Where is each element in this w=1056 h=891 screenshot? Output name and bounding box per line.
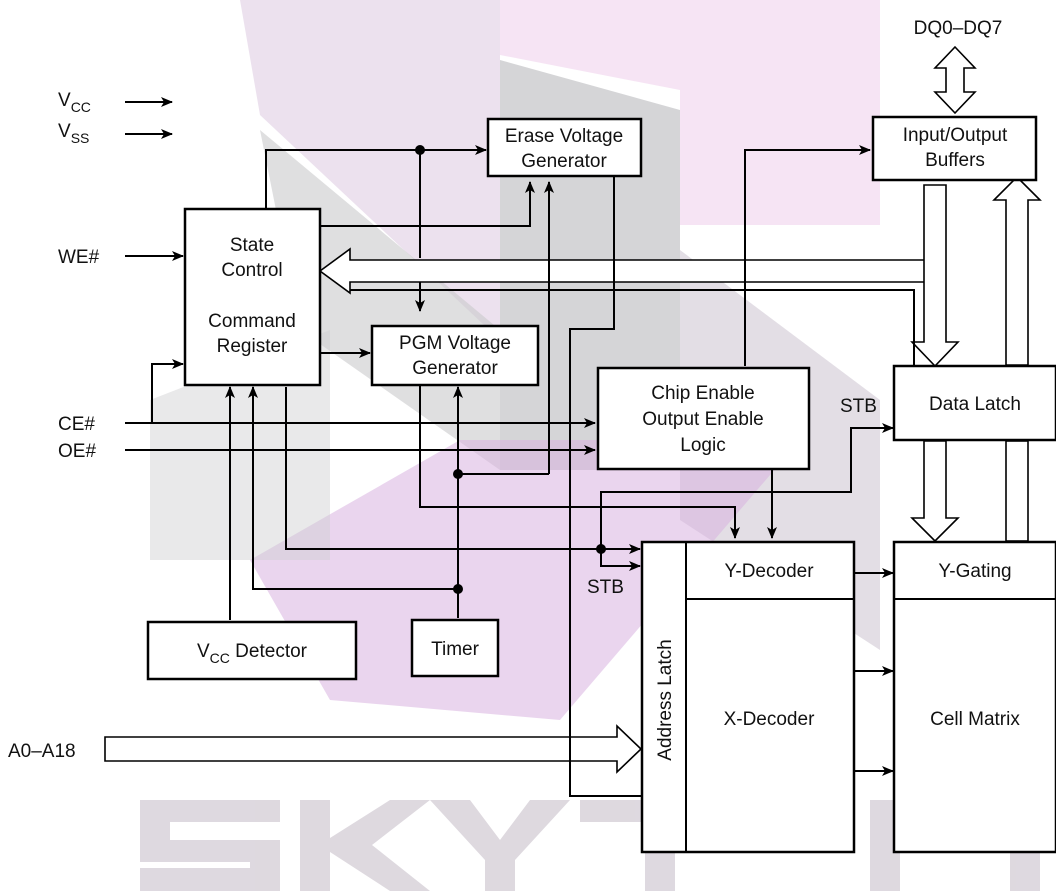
- command-register-label-2: Register: [217, 336, 288, 357]
- chip-enable-output-enable-logic-box: [596, 366, 811, 471]
- wire-oe-to-erase: [458, 182, 549, 475]
- vcc-label: VCC: [58, 90, 91, 115]
- bus-dq-vertical: [933, 45, 977, 115]
- vcc-detector-sub: CC: [210, 650, 230, 666]
- y-gating-cell-matrix-box: [892, 540, 1056, 854]
- wire-stb-loop: [600, 423, 894, 549]
- wire-pgm-down: [419, 386, 740, 539]
- state-control-command-register-box: [183, 207, 322, 387]
- erase-voltage-generator-label-1: Erase Voltage: [505, 126, 623, 147]
- state-control-label-2: Control: [221, 260, 282, 281]
- address-input-label: A0–A18: [8, 741, 76, 762]
- timer-label: Timer: [431, 639, 480, 660]
- wire-io-ctl: [744, 145, 871, 366]
- bus-y-gating-to-data-latch: [1005, 440, 1029, 542]
- vss-label: VSS: [58, 121, 89, 146]
- signal-wires: [125, 97, 915, 797]
- data-latch-box: [892, 364, 1056, 442]
- pgm-voltage-generator-label-1: PGM Voltage: [399, 333, 511, 354]
- wire-ce-to-state-control: [151, 359, 184, 423]
- ce-label: CE#: [58, 414, 95, 435]
- chip-enable-label-2: Output Enable: [642, 409, 763, 430]
- y-decoder-label: Y-Decoder: [724, 561, 814, 582]
- chip-enable-label-1: Chip Enable: [651, 383, 755, 404]
- vcc-label-sub: CC: [71, 99, 91, 115]
- y-gating-label: Y-Gating: [938, 561, 1011, 582]
- wire-timer-to-state: [248, 386, 458, 590]
- vss-label-v: V: [58, 121, 71, 142]
- wire-erase-gen-down: [569, 176, 731, 797]
- input-output-buffers-label-1: Input/Output: [903, 125, 1008, 146]
- erase-voltage-generator-box: [486, 117, 643, 178]
- junction-dot: [453, 584, 463, 594]
- chip-enable-label-3: Logic: [680, 435, 725, 456]
- address-latch-x-decoder-box: [640, 540, 856, 854]
- stb-lower-label: STB: [587, 577, 624, 598]
- bus-data-latch-to-buffers: [992, 175, 1042, 366]
- pgm-voltage-generator-box: [370, 324, 540, 387]
- vss-label-sub: SS: [71, 130, 90, 146]
- state-control-label-1: State: [230, 235, 274, 256]
- junction-dot: [415, 145, 425, 155]
- vcc-detector-v: V: [197, 641, 210, 662]
- wire-state-to-erase-upper: [320, 181, 535, 227]
- input-output-buffers-box: [871, 115, 1038, 182]
- watermark-letter: [430, 800, 570, 891]
- watermark-letter: [140, 800, 280, 891]
- watermark-shape: [500, 0, 880, 225]
- junction-dot: [453, 469, 463, 479]
- timer-box: [410, 618, 500, 678]
- x-decoder-label: X-Decoder: [724, 709, 815, 730]
- we-label: WE#: [58, 247, 100, 268]
- oe-label: OE#: [58, 441, 96, 462]
- vcc-detector-label: VCC Detector: [197, 641, 308, 666]
- cell-matrix-label: Cell Matrix: [930, 709, 1020, 730]
- data-latch-label: Data Latch: [929, 394, 1021, 415]
- bus-buffers-to-data-latch: [910, 184, 960, 368]
- vcc-detector-box: [146, 620, 358, 681]
- erase-voltage-generator-label-2: Generator: [521, 151, 607, 172]
- wire-state-to-erase-loop: [265, 149, 421, 258]
- vcc-label-v: V: [58, 90, 71, 111]
- bus-address-input: [104, 724, 643, 774]
- wire-stb-addr: [600, 549, 641, 571]
- dq-label: DQ0–DQ7: [914, 18, 1003, 39]
- bus-data-latch-to-y-gating: [910, 440, 960, 543]
- wire-state-to-addr: [285, 387, 641, 554]
- watermark-letter: [300, 800, 430, 891]
- junction-dot: [596, 544, 606, 554]
- command-register-label-1: Command: [208, 311, 296, 332]
- bus-internal-data-to-state-control: [318, 247, 935, 295]
- stb-upper-label: STB: [840, 396, 877, 417]
- input-output-buffers-label-2: Buffers: [925, 150, 985, 171]
- wire-data-latch-return: [350, 289, 915, 366]
- pgm-voltage-generator-label-2: Generator: [412, 358, 498, 379]
- vcc-detector-rest: Detector: [230, 641, 308, 662]
- address-latch-label: Address Latch: [655, 639, 676, 760]
